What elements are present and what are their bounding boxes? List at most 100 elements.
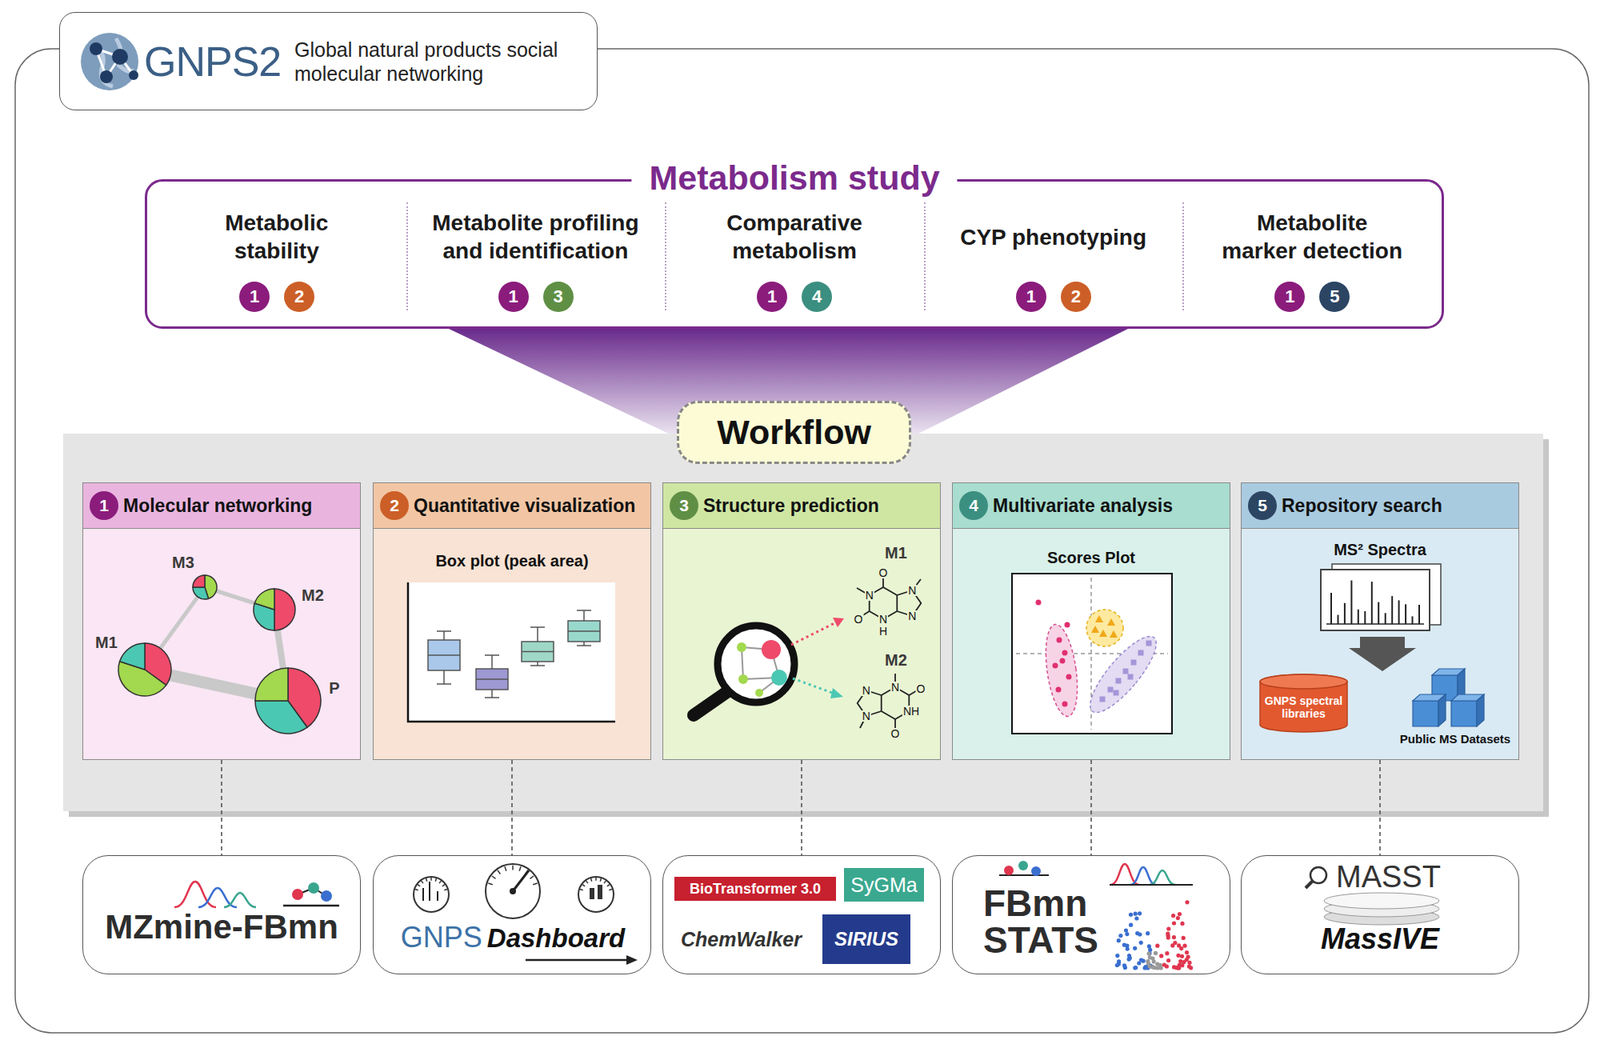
callout-number: 3 bbox=[669, 491, 699, 520]
illustration-part bbox=[771, 669, 788, 686]
illustration-part bbox=[1371, 581, 1373, 624]
callout-number: 1 bbox=[498, 281, 529, 312]
illustration-part bbox=[1128, 674, 1134, 680]
node-title: FBmn STATS bbox=[983, 884, 1116, 959]
atom-label: NH bbox=[902, 705, 920, 717]
illustration-part bbox=[283, 904, 340, 908]
illustration-part bbox=[1109, 884, 1193, 886]
callout-number: 2 bbox=[284, 281, 315, 312]
illustration-part bbox=[192, 575, 205, 588]
illustration-part bbox=[1187, 964, 1192, 968]
tool-badge: BioTransformer 3.0 bbox=[674, 876, 836, 901]
illustration-part bbox=[1062, 650, 1068, 656]
illustration-part bbox=[1451, 700, 1477, 727]
illustration-part bbox=[1177, 962, 1182, 967]
illustration-part bbox=[509, 888, 516, 895]
illustration-part bbox=[1166, 958, 1171, 963]
illustration-part bbox=[1260, 674, 1348, 732]
illustration-part bbox=[1186, 954, 1191, 959]
illustration-part bbox=[1124, 928, 1128, 932]
node-title: MASST bbox=[1336, 860, 1441, 895]
illustration-part bbox=[1147, 944, 1152, 948]
illustration-part bbox=[578, 876, 614, 912]
illustration-part bbox=[442, 884, 445, 887]
illustration-part bbox=[1018, 860, 1028, 871]
atom-label: N bbox=[861, 710, 872, 722]
illustration-part bbox=[1155, 944, 1160, 948]
illustration-part bbox=[832, 617, 844, 628]
illustration-part bbox=[608, 889, 612, 891]
atom-label: N bbox=[878, 613, 888, 625]
illustration-part bbox=[568, 630, 600, 632]
node-title: Repository search bbox=[1281, 483, 1516, 528]
node-title: SyGMa bbox=[844, 868, 924, 902]
illustration-part bbox=[1132, 965, 1137, 970]
illustration bbox=[952, 483, 1232, 761]
illustration-part bbox=[1330, 592, 1332, 624]
illustration-part bbox=[1172, 940, 1177, 945]
callout-number: 4 bbox=[801, 281, 832, 312]
illustration-part bbox=[476, 668, 508, 690]
illustration-part bbox=[1377, 602, 1380, 624]
illustration-part bbox=[1305, 880, 1313, 888]
task-column: CYP phenotyping12 bbox=[924, 181, 1184, 327]
callout-number: 2 bbox=[380, 491, 409, 520]
illustration-part bbox=[1326, 623, 1424, 625]
workflow-card: Multivariate analysisScores Plot4 bbox=[952, 482, 1231, 760]
illustration-part bbox=[1138, 650, 1144, 656]
illustration-part bbox=[255, 700, 308, 734]
node-subtitle: Dashboard bbox=[487, 924, 625, 952]
illustration-part bbox=[1153, 951, 1158, 956]
illustration-part bbox=[1056, 637, 1063, 644]
illustration-part bbox=[1184, 900, 1189, 904]
illustration-part bbox=[1122, 943, 1127, 948]
workflow-panel-ground bbox=[63, 433, 1544, 812]
dashed-connector-part bbox=[800, 760, 803, 856]
illustration-part bbox=[1166, 926, 1171, 931]
illustration-part bbox=[1337, 615, 1340, 624]
tool-box: ChemWalkerBioTransformer 3.0SyGMaSIRIUS bbox=[662, 855, 941, 975]
illustration-part bbox=[1148, 948, 1152, 952]
illustration-part bbox=[320, 890, 332, 902]
illustration-part bbox=[525, 959, 628, 962]
node-subtitle: Box plot (peak area) bbox=[373, 552, 651, 571]
task-column: Metabolite marker detection15 bbox=[1182, 181, 1442, 327]
illustration-part bbox=[595, 877, 597, 881]
illustration-part bbox=[408, 582, 616, 722]
illustration-part bbox=[1384, 612, 1387, 624]
illustration-part bbox=[1127, 953, 1132, 958]
illustration-part bbox=[1172, 964, 1176, 969]
node-title: CYP phenotyping bbox=[933, 208, 1174, 266]
dataset-label: Public MS Datasets bbox=[1400, 732, 1511, 746]
callout-number: 5 bbox=[1319, 281, 1350, 312]
node-title: Metabolite marker detection bbox=[1218, 208, 1406, 266]
illustration-part bbox=[1182, 944, 1187, 948]
illustration-part bbox=[604, 880, 606, 884]
atom-label: N bbox=[890, 681, 900, 693]
illustration-part bbox=[413, 876, 449, 912]
illustration-part bbox=[1036, 600, 1042, 606]
illustration-part bbox=[693, 689, 731, 716]
illustration bbox=[60, 12, 599, 112]
illustration-part bbox=[484, 696, 500, 699]
illustration bbox=[373, 856, 652, 976]
task-column: Metabolic stability12 bbox=[147, 181, 407, 327]
tool-box: MASSTMassIVE bbox=[1240, 855, 1520, 975]
tool-box: GNPSDashboard bbox=[372, 855, 652, 975]
illustration-part bbox=[426, 878, 428, 882]
illustration-part bbox=[1148, 955, 1152, 960]
illustration-part bbox=[591, 878, 592, 882]
illustration-part bbox=[1031, 866, 1041, 876]
illustration-part bbox=[1066, 674, 1072, 680]
illustration-part bbox=[626, 955, 638, 965]
illustration-part bbox=[521, 641, 554, 662]
node-title: BioTransformer 3.0 bbox=[674, 876, 836, 901]
illustration-part bbox=[254, 588, 275, 610]
illustration-part bbox=[586, 880, 588, 884]
illustration-part bbox=[1133, 965, 1138, 970]
illustration-part bbox=[521, 651, 554, 653]
illustration-part bbox=[89, 42, 103, 56]
dashed-connector-part bbox=[220, 760, 223, 856]
illustration-part bbox=[497, 870, 500, 875]
node-subtitle: MS² Spectra bbox=[1241, 540, 1519, 560]
